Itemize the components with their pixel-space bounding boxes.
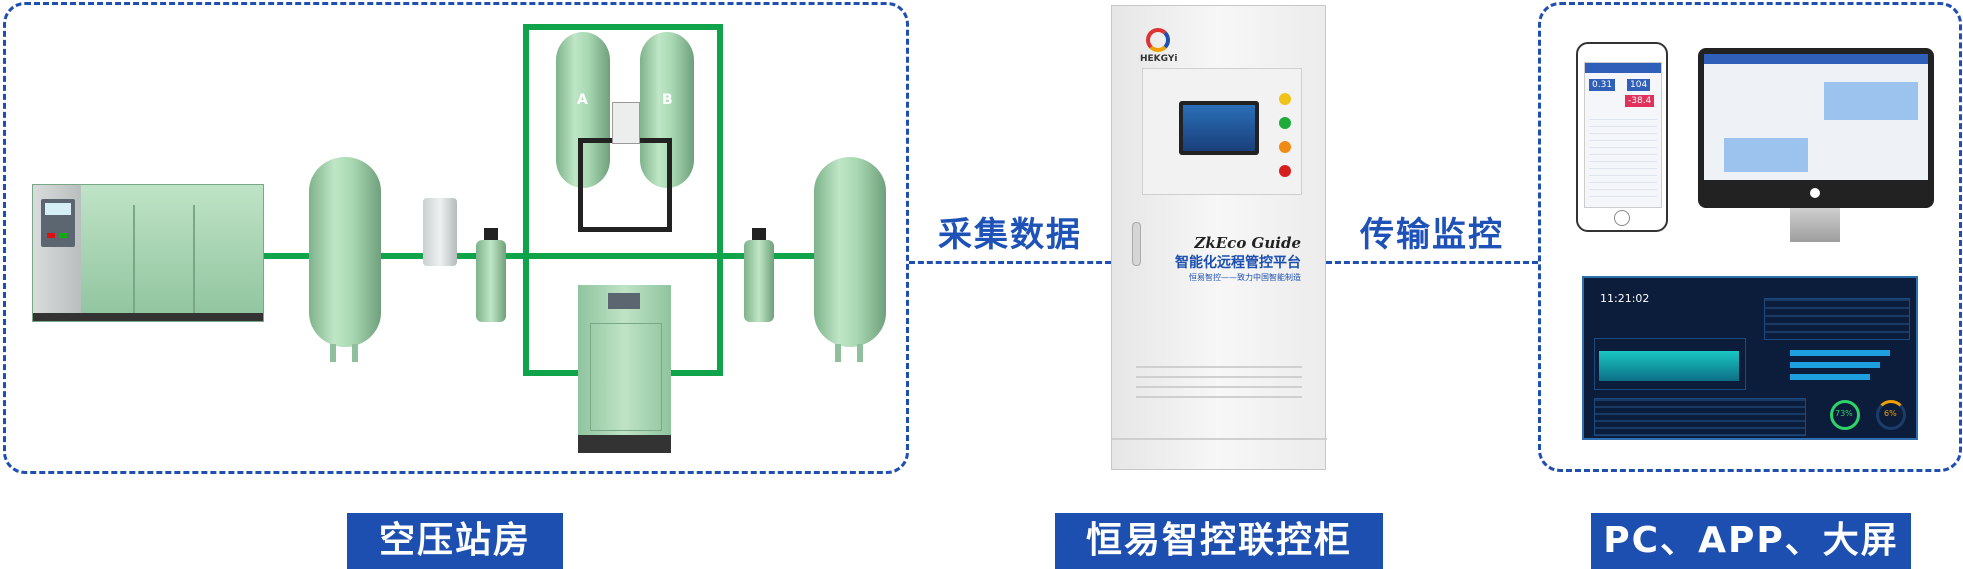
cabinet-handle — [1132, 222, 1141, 266]
dryer-controller — [612, 102, 640, 144]
indicator-orange-icon — [1279, 141, 1291, 153]
station-frame — [3, 2, 909, 474]
monitor-stand — [1790, 208, 1840, 242]
refrigerated-dryer-panel — [608, 293, 640, 309]
air-tank-left — [309, 157, 381, 347]
indicator-yellow-icon — [1279, 93, 1291, 105]
transmit-connector — [1326, 261, 1538, 264]
app-reading-2: 104 — [1627, 79, 1651, 91]
collect-label: 采集数据 — [938, 215, 1082, 255]
collect-connector — [909, 261, 1111, 264]
dryer-tower-a-label: A — [577, 92, 588, 108]
home-button-icon — [1614, 210, 1630, 226]
cabinet-vent — [1136, 366, 1302, 406]
indicator-red-icon — [1279, 165, 1291, 177]
air-compressor — [32, 184, 264, 322]
gauge-left-value: 73% — [1835, 409, 1853, 418]
apple-logo-icon — [1810, 188, 1820, 198]
dryer-frame — [578, 138, 672, 232]
indicator-green-icon — [1279, 117, 1291, 129]
control-cabinet: HEKGYi ZkEco Guide 智能化远程管控平台 恒易智控——致力中国智… — [1111, 5, 1327, 470]
loop-mid-pipe — [523, 253, 723, 259]
cabinet-slogan: 恒易智控——致力中国智能制造 — [1189, 273, 1301, 282]
terminals-caption: PC、APP、大屏 — [1591, 513, 1911, 569]
main-pipe-left — [260, 253, 525, 259]
cabinet-caption: 恒易智控联控柜 — [1055, 513, 1383, 569]
station-caption: 空压站房 — [347, 513, 563, 569]
app-reading-1: 0.31 — [1589, 79, 1616, 91]
hmi-touchscreen — [1179, 101, 1259, 155]
gauge-left-icon — [1830, 400, 1860, 430]
air-tank-right — [814, 157, 886, 347]
app-reading-3: -38.4 — [1625, 95, 1655, 107]
bigscreen-clock: 11:21:02 — [1600, 292, 1650, 305]
filter-2 — [744, 228, 774, 322]
cabinet-window — [1142, 68, 1302, 195]
cabinet-logo-icon — [1146, 28, 1170, 52]
dryer-tower-a — [556, 32, 610, 188]
filter-1 — [476, 228, 506, 322]
gauge-right-value: 6% — [1884, 409, 1897, 418]
desktop-monitor — [1698, 48, 1934, 208]
mobile-phone: 0.31 104 -38.4 — [1576, 42, 1668, 232]
dryer-tower-b-label: B — [662, 92, 673, 108]
cabinet-platform-title: 智能化远程管控平台 — [1175, 255, 1301, 271]
cabinet-logo-text: HEKGYi — [1140, 54, 1178, 64]
terminals-frame — [1538, 2, 1962, 472]
big-screen-dashboard: 11:21:02 73% 6% — [1582, 276, 1918, 440]
pressure-valve — [423, 198, 457, 266]
cabinet-product-name: ZkEco Guide — [1194, 234, 1301, 252]
compressor-control-panel — [41, 199, 75, 247]
refrigerated-dryer — [578, 285, 671, 453]
transmit-label: 传输监控 — [1360, 215, 1504, 255]
gauge-right-icon — [1876, 400, 1906, 430]
